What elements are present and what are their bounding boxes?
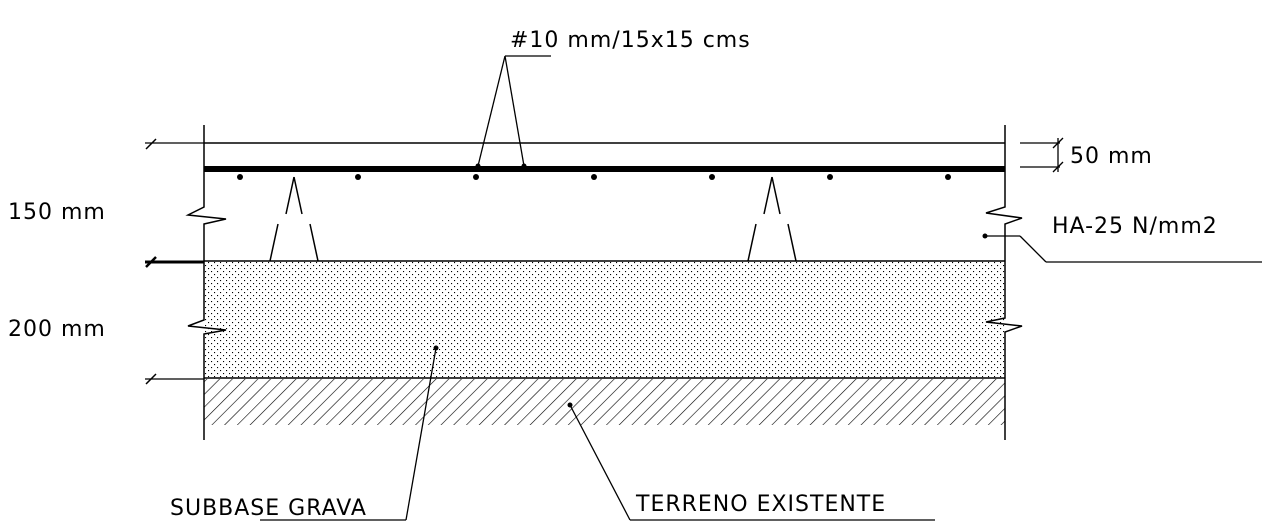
rebar-dot (237, 174, 243, 180)
subbase-gravel (204, 262, 1005, 378)
rebar-dot (945, 174, 951, 180)
ground-label: TERRENO EXISTENTE (635, 492, 886, 517)
concrete-slab (204, 142, 1005, 262)
rebar-dot (827, 174, 833, 180)
existing-ground (204, 379, 1005, 425)
rebar-dot (473, 174, 479, 180)
concrete-label: HA-25 N/mm2 (1052, 214, 1218, 239)
right-break-edge (985, 125, 1023, 440)
rebar-dot (709, 174, 715, 180)
rebar-dot (355, 174, 361, 180)
leader-lines (260, 55, 1262, 521)
cover-dimension (1020, 137, 1064, 173)
mesh-chairs (269, 176, 797, 262)
rebar-mesh (204, 166, 1005, 180)
subbase-label: SUBBASE GRAVA (170, 496, 367, 521)
cover-label: 50 mm (1070, 144, 1153, 169)
slab-thickness-label: 150 mm (8, 200, 106, 225)
rebar-label: #10 mm/15x15 cms (510, 28, 751, 53)
rebar-dot (591, 174, 597, 180)
subbase-thickness-label: 200 mm (8, 317, 106, 342)
left-dimension-ticks (145, 138, 204, 385)
left-break-edge (185, 125, 227, 440)
